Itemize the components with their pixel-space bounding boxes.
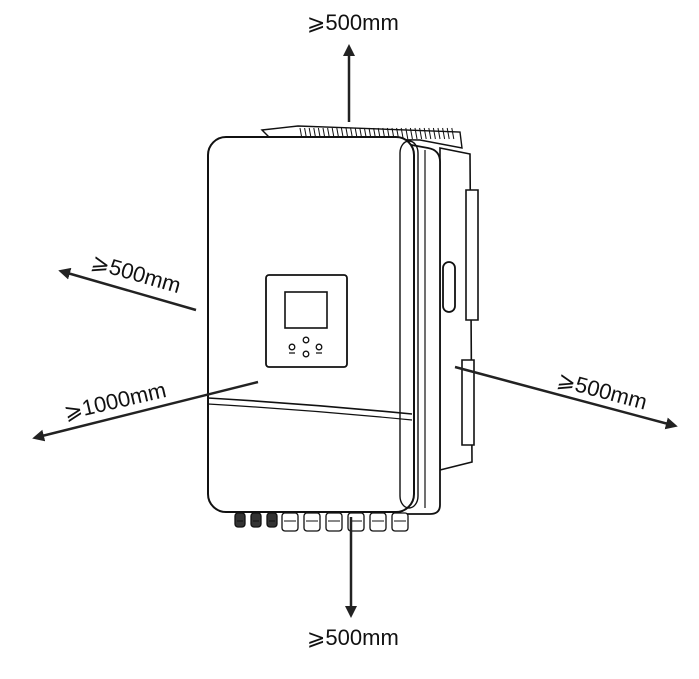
label-top-clearance: ⩾500mm	[307, 10, 399, 35]
led-indicator-icon	[302, 336, 310, 344]
heat-sink-fin	[414, 127, 418, 140]
heat-sink-fin	[405, 127, 409, 140]
heat-sink-fin	[423, 127, 427, 140]
heat-sink-fin	[451, 127, 455, 140]
heat-sink-fin	[428, 127, 432, 140]
mounting-bracket	[439, 147, 479, 472]
heat-sink-fin	[437, 127, 441, 140]
cable-gland-icon	[234, 512, 246, 528]
cable-gland-icon	[325, 512, 343, 532]
led-indicator-icon	[302, 350, 310, 358]
cable-gland-icon	[250, 512, 262, 528]
heat-sink-fin	[419, 127, 423, 140]
arrow-front	[32, 380, 259, 442]
label-bottom-clearance: ⩾500mm	[307, 625, 399, 650]
heat-sink-fin	[432, 127, 436, 140]
heat-sink-fin	[442, 127, 446, 140]
heat-sink-fin	[409, 127, 413, 140]
heat-sink-fin	[446, 127, 450, 140]
lcd-screen-icon	[284, 291, 328, 329]
cable-gland-icon	[391, 512, 409, 532]
cable-glands	[234, 512, 409, 532]
control-panel	[265, 274, 348, 368]
led-indicator-icon	[315, 343, 323, 351]
cable-gland-icon	[303, 512, 321, 532]
heat-sink-fin	[400, 127, 404, 140]
arrow-left	[58, 267, 197, 312]
arrow-right	[454, 365, 678, 430]
label-left-clearance: ⩾500mm	[89, 249, 184, 298]
led-indicator-icon	[288, 343, 296, 351]
indicator-group	[288, 336, 323, 358]
cable-gland-icon	[281, 512, 299, 532]
cable-gland-icon	[266, 512, 278, 528]
cable-gland-icon	[369, 512, 387, 532]
